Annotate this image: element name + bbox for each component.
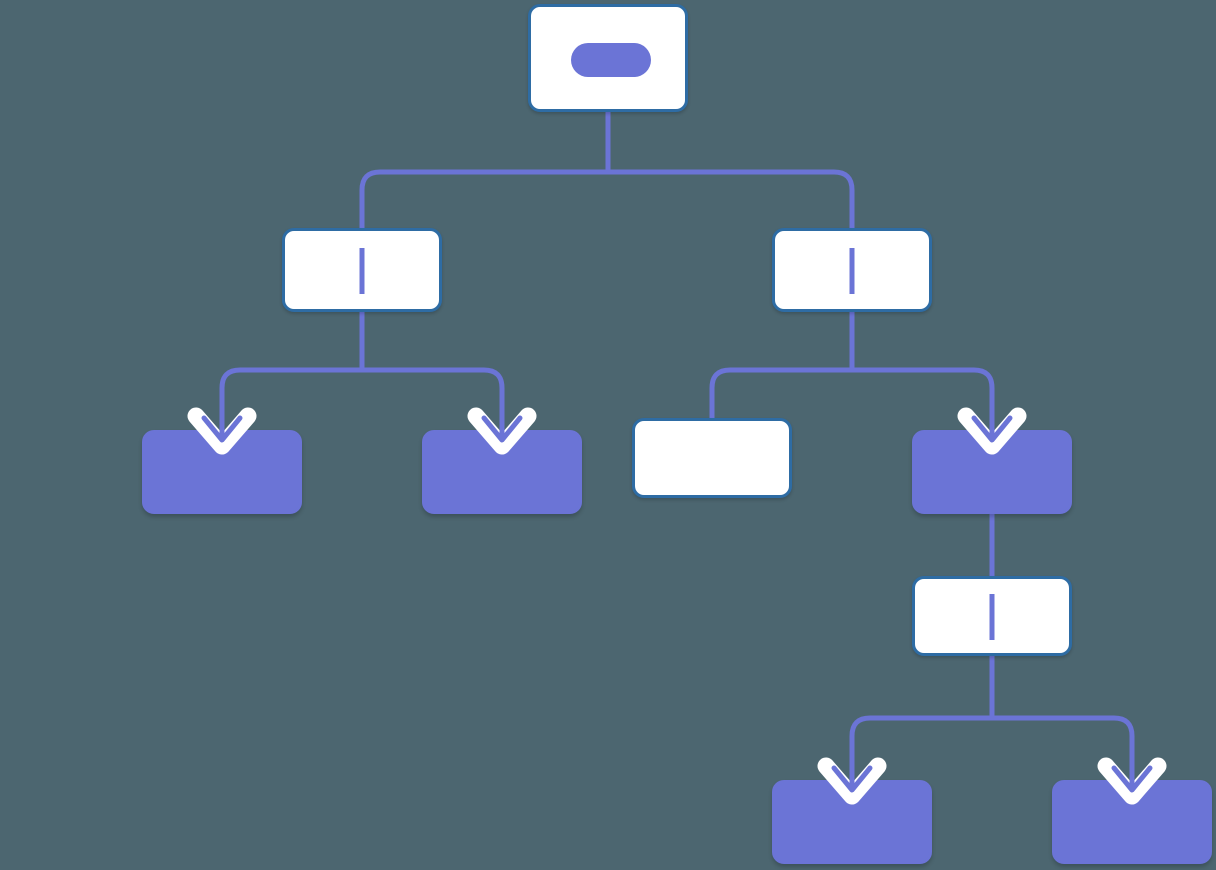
edge-n7-n8 xyxy=(849,715,992,782)
edge-n1-n4 xyxy=(362,367,505,432)
edge-n7-n9 xyxy=(992,715,1135,782)
node-root[interactable] xyxy=(528,4,688,112)
edge-n0-n1 xyxy=(359,169,608,228)
arrow-marker-leaf-4 xyxy=(1097,750,1167,805)
edge-n2-n6 xyxy=(852,367,995,432)
arrow-marker-leaf-2 xyxy=(467,400,537,455)
root-pill-icon xyxy=(571,43,651,77)
node-leaf-white[interactable] xyxy=(632,418,792,498)
edge-n2-n5 xyxy=(709,367,852,420)
edge-n0-n2 xyxy=(608,169,855,228)
arrow-marker-branch-purple xyxy=(957,400,1027,455)
arrow-marker-leaf-1 xyxy=(187,400,257,455)
arrow-marker-leaf-3 xyxy=(817,750,887,805)
edge-n1-n3 xyxy=(219,367,362,432)
